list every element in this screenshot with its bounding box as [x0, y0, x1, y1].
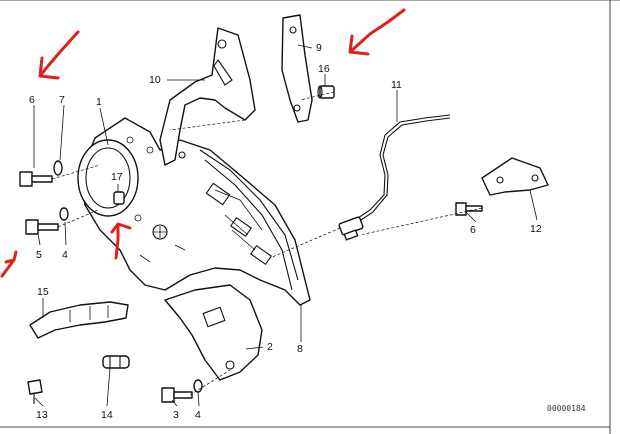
diagram-code: 00000184	[547, 404, 586, 413]
washer-7	[53, 160, 63, 176]
assembly-lines	[51, 91, 483, 396]
bracket-part	[159, 27, 256, 166]
label-part-6-left: 6	[29, 94, 35, 106]
label-part-16: 16	[318, 63, 330, 75]
bolt-3	[161, 387, 193, 403]
pin-17	[113, 191, 125, 205]
sleeve-part	[317, 85, 335, 99]
leader-lines	[33, 44, 538, 407]
label-part-6-right: 6	[470, 224, 476, 236]
bolt-5	[25, 219, 59, 235]
label-part-12: 12	[530, 223, 542, 235]
bracket-12	[481, 157, 549, 196]
label-part-14: 14	[101, 409, 113, 421]
fastener-13	[27, 379, 43, 404]
bolt-6-right	[455, 202, 483, 216]
label-part-1: 1	[96, 96, 102, 108]
label-part-15: 15	[37, 286, 49, 298]
clip-14	[102, 355, 130, 369]
label-part-13: 13	[36, 409, 48, 421]
label-part-7: 7	[59, 94, 65, 106]
guide-rail	[29, 301, 129, 339]
label-part-3: 3	[173, 409, 179, 421]
mounting-plate	[281, 14, 313, 123]
label-part-2: 2	[267, 341, 273, 353]
label-part-4-left: 4	[62, 249, 68, 261]
label-part-8: 8	[297, 343, 303, 355]
red-arrow-top-left	[38, 30, 80, 80]
lower-cover	[164, 284, 263, 381]
bolt-6-left	[19, 171, 53, 187]
timing-cover-housing	[77, 117, 311, 306]
washer-4-bottom	[193, 379, 203, 393]
red-annotation-arrows	[0, 8, 406, 278]
washer-4-left	[59, 207, 69, 221]
red-arrow-top-right	[348, 8, 406, 56]
label-part-10: 10	[149, 74, 161, 86]
sensor-cable	[338, 114, 451, 241]
red-arrow-center	[110, 222, 132, 260]
label-part-11: 11	[391, 79, 402, 91]
red-arrow-left-edge	[0, 250, 18, 278]
label-part-17: 17	[111, 171, 123, 183]
label-part-4-bottom: 4	[195, 409, 201, 421]
label-part-5: 5	[36, 249, 42, 261]
label-part-9: 9	[316, 42, 322, 54]
